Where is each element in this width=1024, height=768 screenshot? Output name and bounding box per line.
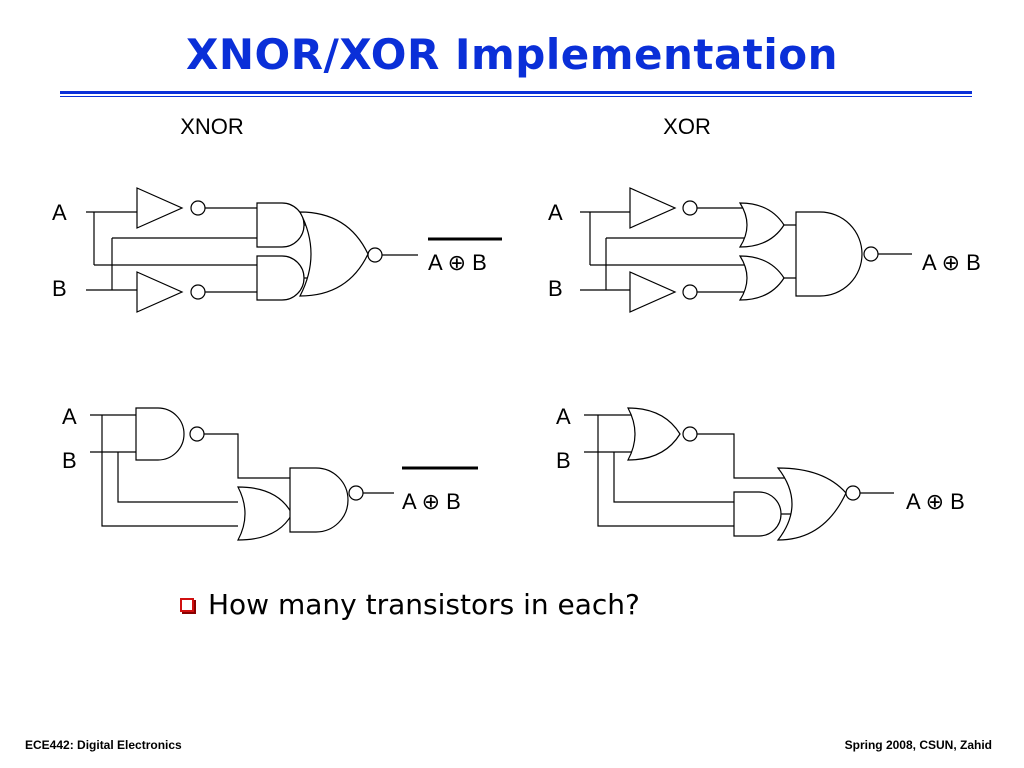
- inversion-bubble: [845, 485, 861, 501]
- output-label: A ⊕ B: [428, 250, 487, 275]
- input-a-label: A: [62, 404, 77, 429]
- footer-course: ECE442: Digital Electronics: [25, 738, 182, 752]
- or-gate: [739, 255, 785, 301]
- inversion-bubble: [348, 485, 364, 501]
- slide-title: XNOR/XOR Implementation: [185, 30, 839, 79]
- xnor-circuit-2: A B A ⊕ B: [62, 404, 478, 541]
- nand-gate: [135, 407, 185, 461]
- nor-gate: [776, 467, 847, 541]
- xor-circuit-1: A B A ⊕ B: [548, 187, 981, 313]
- xor-circuit-2: A B A ⊕ B: [556, 404, 965, 541]
- xnor-circuit-1: A B A ⊕ B: [52, 187, 502, 313]
- nand-gate: [289, 467, 349, 533]
- input-b-label: B: [62, 448, 77, 473]
- bullet-text: How many transistors in each?: [208, 588, 640, 621]
- input-b-label: B: [52, 276, 67, 301]
- inversion-bubble: [189, 426, 205, 442]
- input-a-label: A: [556, 404, 571, 429]
- inversion-bubble: [190, 284, 206, 300]
- input-a-label: A: [548, 200, 563, 225]
- inversion-bubble: [190, 200, 206, 216]
- not-gate: [629, 187, 676, 229]
- input-b-label: B: [548, 276, 563, 301]
- not-gate: [629, 271, 676, 313]
- and-gate: [733, 491, 782, 537]
- and-gate: [256, 202, 305, 248]
- not-gate: [136, 271, 183, 313]
- nand-gate: [795, 211, 863, 297]
- inversion-bubble: [682, 284, 698, 300]
- bullet-square-icon: [180, 597, 194, 612]
- or-gate: [739, 202, 785, 248]
- output-label: A ⊕ B: [906, 489, 965, 514]
- output-label: A ⊕ B: [402, 489, 461, 514]
- or-gate: [236, 486, 293, 541]
- input-a-label: A: [52, 200, 67, 225]
- title-rule-thin: [60, 96, 972, 97]
- input-b-label: B: [556, 448, 571, 473]
- and-gate: [256, 255, 305, 301]
- inversion-bubble: [682, 200, 698, 216]
- not-gate: [136, 187, 183, 229]
- inversion-bubble: [682, 426, 698, 442]
- header-xor: XOR: [663, 114, 711, 139]
- inversion-bubble: [863, 246, 879, 262]
- header-xnor: XNOR: [180, 114, 244, 139]
- title-rule-thick: [60, 91, 972, 94]
- nor-gate: [626, 407, 681, 461]
- bullet-item: How many transistors in each?: [180, 588, 640, 621]
- nor-gate: [299, 211, 369, 297]
- footer-credit: Spring 2008, CSUN, Zahid: [844, 738, 992, 752]
- output-label: A ⊕ B: [922, 250, 981, 275]
- inversion-bubble: [367, 247, 383, 263]
